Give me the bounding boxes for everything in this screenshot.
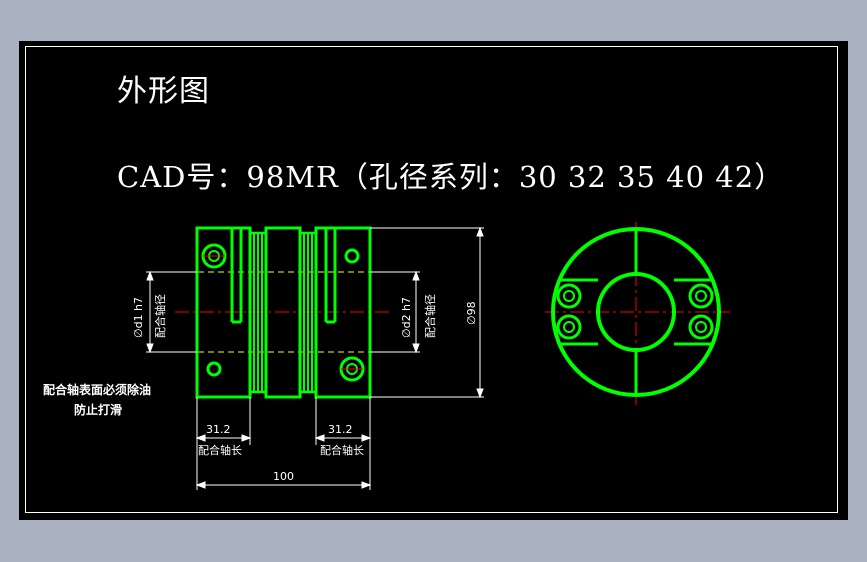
note-line-1: 配合轴表面必须除油	[43, 382, 151, 397]
side-dimensions	[146, 226, 484, 490]
d1-label: 配合轴径	[153, 294, 167, 338]
drawing-title: 外形图	[117, 74, 210, 109]
d1-dimension: ∅d1 h7	[132, 297, 145, 338]
cad-number-line: CAD号：98MR（孔径系列：30 32 35 40 42）	[117, 160, 785, 194]
d2-dimension: ∅d2 h7	[400, 297, 413, 338]
front-view	[545, 222, 730, 405]
drawing-frame	[25, 46, 838, 513]
side-view	[175, 226, 390, 399]
outer-diameter-dimension: ∅98	[465, 301, 478, 325]
screw-icon	[556, 283, 582, 309]
total-length: 100	[273, 470, 294, 483]
left-fit-label: 配合轴长	[198, 443, 242, 457]
right-fit-label: 配合轴长	[320, 443, 364, 457]
right-hub	[314, 226, 372, 399]
screw-icon	[556, 314, 582, 340]
screw-icon	[688, 283, 714, 309]
screw-icon	[688, 314, 714, 340]
d2-label: 配合轴径	[423, 294, 437, 338]
screw-hole-icon	[344, 248, 360, 264]
note-line-2: 防止打滑	[74, 402, 122, 417]
screw-hole-icon	[206, 361, 222, 377]
left-fit-length: 31.2	[206, 423, 231, 436]
right-fit-length: 31.2	[328, 423, 353, 436]
